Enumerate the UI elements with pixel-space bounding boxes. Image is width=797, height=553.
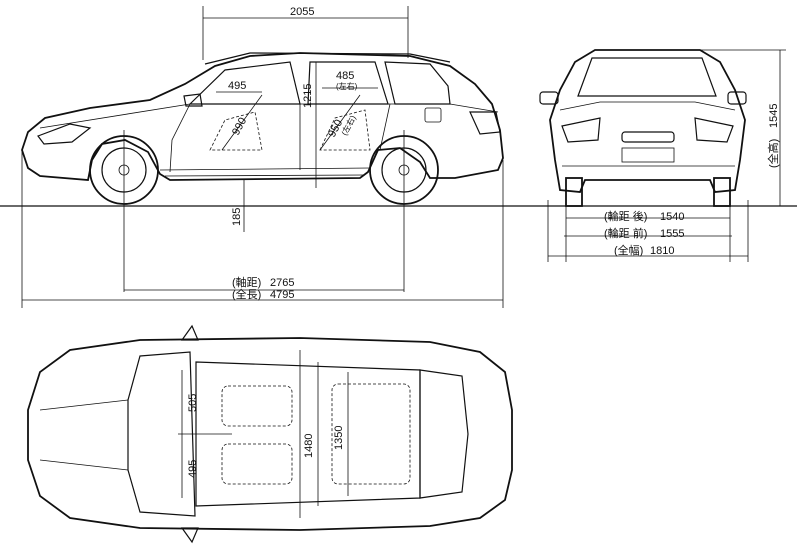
height-label: (全高): [766, 139, 780, 168]
seat-width-upper-label: 505: [187, 394, 199, 412]
rear-seat-reach-label: 485: [336, 70, 354, 82]
cabin-width-front-label: 1480: [303, 434, 315, 458]
seat-width-lower-label: 495: [187, 460, 199, 478]
ground-clearance-label: 185: [231, 208, 243, 226]
height-value: 1545: [768, 104, 780, 128]
width-label: (全幅): [614, 243, 643, 257]
top-view-dimensions: 505 495 1480 1350: [178, 362, 349, 506]
rear-seat-reach-note: (左右): [336, 81, 358, 91]
wheelbase-value: 2765: [270, 277, 294, 289]
overall-top-width-label: 2055: [290, 6, 314, 18]
front-view-car: [539, 49, 747, 207]
front-seat-reach-label: 495: [228, 80, 246, 92]
headroom-height-label: 1215: [302, 84, 314, 108]
top-view-car: [27, 324, 513, 544]
width-value: 1810: [650, 245, 674, 257]
rear-track-value: 1540: [660, 211, 684, 223]
front-view-dimensions: (全高) 1545 (輪距 後) 1540 (輪距 前) 1555 (全幅) 1…: [547, 49, 786, 262]
length-label: (全長): [232, 287, 261, 301]
front-legroom-label: 990: [230, 116, 249, 138]
rear-track-label: (輪距 後): [604, 209, 647, 223]
cabin-width-rear-label: 1350: [333, 426, 345, 450]
side-view-dimensions: 2055 495 1215 485 (左右) 990 950 (左右) 185 …: [21, 6, 504, 308]
wheelbase-label: (軸距): [232, 275, 261, 289]
length-value: 4795: [270, 289, 294, 301]
front-track-value: 1555: [660, 228, 684, 240]
side-view-car: [21, 52, 504, 292]
front-track-label: (輪距 前): [604, 226, 647, 240]
